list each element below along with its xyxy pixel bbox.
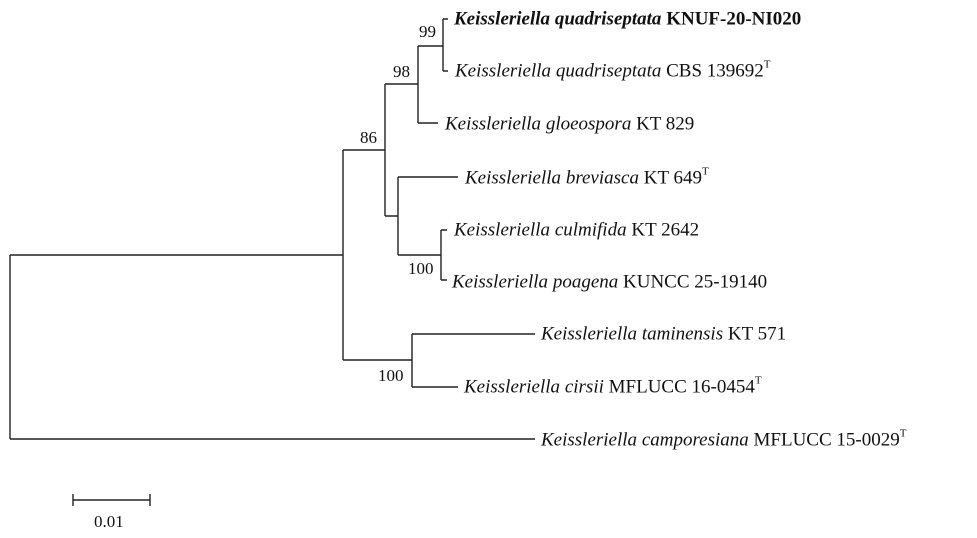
bootstrap-value: 86 <box>360 128 377 147</box>
taxon-label: Keissleriella culmifida KT 2642 <box>454 219 700 241</box>
bootstrap-value: 98 <box>393 62 410 81</box>
taxon-label: Keissleriella gloeospora KT 829 <box>445 113 695 135</box>
scale-bar <box>72 494 151 506</box>
node-99 <box>442 18 448 72</box>
node-100-cirsii <box>411 333 535 388</box>
taxon-label: Keissleriella camporesiana MFLUCC 15-002… <box>541 427 907 451</box>
taxon-label: Keissleriella taminensis KT 571 <box>541 323 787 345</box>
root-branch <box>9 254 535 440</box>
scale-bar-label: 0.01 <box>94 512 124 531</box>
node-breviasca <box>397 176 458 256</box>
taxon-label: Keissleriella quadriseptata CBS 139692T <box>455 58 771 82</box>
node-ingroup <box>384 83 418 217</box>
taxon-label: Keissleriella quadriseptata KNUF-20-NI02… <box>454 8 802 30</box>
bootstrap-value: 99 <box>419 22 436 41</box>
node-98 <box>417 45 443 124</box>
bootstrap-value: 100 <box>408 259 434 278</box>
taxon-label: Keissleriella breviasca KT 649T <box>465 165 709 189</box>
taxon-label: Keissleriella cirsii MFLUCC 16-0454T <box>464 374 762 398</box>
bootstrap-value: 100 <box>378 366 404 385</box>
node-100-culmifida <box>440 229 447 281</box>
node-86 <box>342 149 412 361</box>
taxon-label: Keissleriella poagena KUNCC 25-19140 <box>452 271 768 293</box>
